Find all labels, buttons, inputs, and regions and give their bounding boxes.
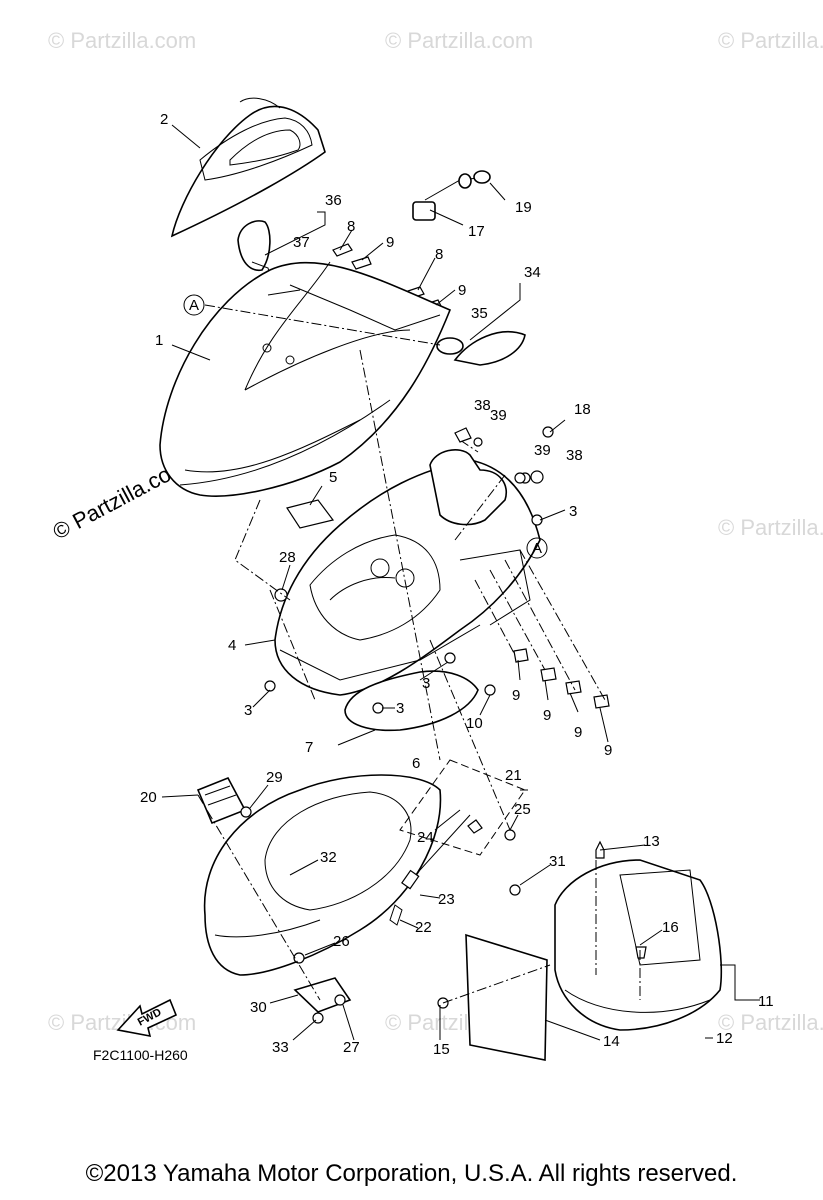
callout-label: 23 (438, 891, 455, 908)
part-2-cover (170, 97, 326, 238)
callout-label: 6 (412, 755, 420, 772)
part-14-plate (465, 933, 548, 1061)
callout-label: 31 (549, 853, 566, 870)
callout-label: 39 (490, 407, 507, 424)
ref-marker-group: A A (183, 294, 548, 559)
watermark: © Partzilla.com (718, 1010, 823, 1035)
callout-label: 33 (272, 1039, 289, 1056)
part-36-37-cover (237, 220, 271, 276)
callout-label: 13 (643, 833, 660, 850)
callout-label: 4 (228, 637, 236, 654)
callout-label: 8 (435, 246, 443, 263)
ref-marker: A (532, 540, 542, 557)
leader-lines (161, 124, 760, 1041)
callout-label: 17 (468, 223, 485, 240)
callout-label: 15 (433, 1041, 450, 1058)
callout-label: 25 (514, 801, 531, 818)
callout-label: 16 (662, 919, 679, 936)
callout-label: 21 (505, 767, 522, 784)
part-11-bin (554, 859, 723, 1031)
callout-label: 7 (305, 739, 313, 756)
part-39-washer (514, 472, 526, 484)
callout-label: 5 (329, 469, 337, 486)
callout-label: 9 (543, 707, 551, 724)
callout-label: 19 (515, 199, 532, 216)
callout-label: 37 (293, 234, 310, 251)
callout-label: 14 (603, 1033, 620, 1050)
diagram-code: F2C1100-H260 (93, 1047, 188, 1063)
callout-label: 9 (574, 724, 582, 741)
callout-label: 24 (417, 829, 434, 846)
part-38-washer (530, 470, 544, 484)
callout-label: 27 (343, 1039, 360, 1056)
watermark: © Partzilla.com (385, 28, 533, 53)
watermark: © Partzilla.com (718, 28, 823, 53)
callout-label: 26 (333, 933, 350, 950)
part-5-pad (286, 499, 335, 529)
callout-label: 3 (422, 675, 430, 692)
callout-label: 11 (758, 993, 774, 1010)
callout-label: 38 (566, 447, 583, 464)
callout-label: 38 (474, 397, 491, 414)
callout-label: 3 (569, 503, 577, 520)
callout-label: 34 (524, 264, 541, 281)
callout-label: 9 (458, 282, 466, 299)
part-1-hood (159, 261, 452, 497)
callout-label: 35 (471, 305, 488, 322)
part-20-latch (196, 776, 247, 825)
part-22-spring (389, 814, 471, 926)
callout-label: 28 (279, 549, 296, 566)
callout-label: 20 (140, 789, 157, 806)
fasteners (240, 426, 647, 1024)
callout-label: 1 (155, 332, 163, 349)
callout-label: 29 (266, 769, 283, 786)
callout-label: 39 (534, 442, 551, 459)
callout-label: 32 (320, 849, 337, 866)
callout-label: 18 (574, 401, 591, 418)
part-34-35-cover (436, 331, 526, 366)
ref-marker: A (189, 297, 199, 314)
callout-label: 3 (396, 700, 404, 717)
callout-label: 22 (415, 919, 432, 936)
callout-label: 9 (604, 742, 612, 759)
callout-label: 2 (160, 111, 168, 128)
callout-label: 10 (466, 715, 483, 732)
watermark: © Partzilla.com (718, 515, 823, 540)
callout-label: 9 (512, 687, 520, 704)
callout-label: 12 (716, 1030, 733, 1047)
part-17-switch (412, 170, 491, 221)
callout-label: 36 (325, 192, 342, 209)
part-38-washer (454, 427, 472, 443)
part-7-plate (344, 670, 479, 732)
callout-label: 9 (386, 234, 394, 251)
part-4-body (274, 449, 541, 696)
callout-label: 8 (347, 218, 355, 235)
callout-label: 30 (250, 999, 267, 1016)
callout-group: 1 2 3 3 3 3 4 5 6 7 8 8 9 9 9 9 9 9 10 1… (140, 111, 774, 1058)
watermark: © Partzilla.com (48, 28, 196, 53)
callout-label: 3 (244, 702, 252, 719)
copyright-notice: ©2013 Yamaha Motor Corporation, U.S.A. A… (85, 1160, 738, 1187)
